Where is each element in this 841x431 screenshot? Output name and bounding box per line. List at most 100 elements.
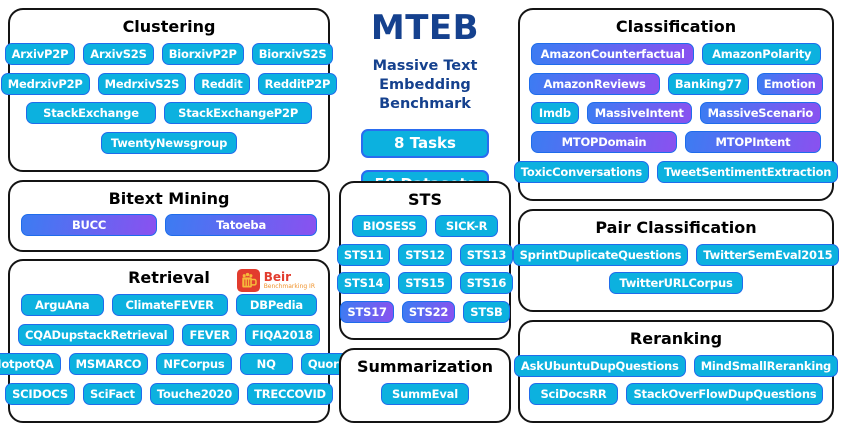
dataset-chip: BiorxivS2S [251,43,334,66]
dataset-chip: SummEval [381,383,469,405]
beir-wordmark: Beir Benchmarking IR [264,271,315,290]
dataset-chip: Tatoeba [165,213,318,236]
mteb-subtitle: Massive Text Embedding Benchmark [331,57,519,114]
dataset-row: STS14 STS15 STS16 [336,272,514,295]
panel-title-bitext-mining: Bitext Mining [108,189,230,208]
dataset-chip: MassiveIntent [586,101,692,124]
dataset-chip: ArguAna [21,294,104,317]
mteb-header: MTEB Massive Text Embedding Benchmark 8 … [331,8,519,199]
dataset-chip: DBPedia [235,294,318,317]
dataset-chip: SciFact [82,382,142,405]
dataset-chip: SprintDuplicateQuestions [512,243,689,266]
dataset-chip: TweetSentimentExtraction [657,160,839,183]
dataset-chip: MSMARCO [68,353,149,376]
dataset-chip: SCIDOCS [5,382,75,405]
dataset-chip: AmazonReviews [529,72,660,95]
dataset-chip: STS15 [398,272,452,295]
dataset-chip: STS11 [336,243,391,266]
dataset-chip: CQADupstackRetrieval [18,323,175,346]
panel-title-clustering: Clustering [122,17,216,36]
panel-title-classification: Classification [615,17,737,36]
panel-reranking: Reranking AskUbuntuDupQuestions MindSmall… [513,320,839,423]
dataset-chip: Banking77 [667,72,749,95]
dataset-chip: AmazonCounterfactual [531,43,695,66]
mteb-subtitle-line1: Massive Text [372,58,478,74]
dataset-row: STS11 STS12 STS13 [336,243,514,266]
panel-title-summarization: Summarization [356,357,494,376]
dataset-chip: StackExchange [25,102,157,125]
dataset-chip: BUCC [21,213,158,236]
beir-name: Beir [263,270,292,284]
panel-title-pair-classification: Pair Classification [595,218,757,237]
panel-title-reranking: Reranking [629,329,723,348]
dataset-row: BUCC Tatoeba [21,213,318,236]
dataset-row: ArguAna ClimateFEVER DBPedia [21,294,318,317]
panel-pair-classification: Pair Classification SprintDuplicateQuest… [512,209,840,312]
beir-subtext: Benchmarking IR [263,283,315,290]
dataset-chip: Touche2020 [149,382,240,405]
dataset-chip: NFCorpus [156,353,232,376]
dataset-row: TwitterURLCorpus [531,272,821,295]
dataset-chip: ArxivP2P [4,43,76,66]
dataset-grid-pair-classification: SprintDuplicateQuestions TwitterSemEval20… [512,237,840,301]
dataset-chip: Emotion [756,72,823,95]
dataset-row: AmazonReviews Banking77 Emotion [529,72,823,95]
dataset-chip: ClimateFEVER [111,294,228,317]
dataset-chip: MassiveScenario [699,101,821,124]
dataset-chip: Imdb [531,101,579,124]
dataset-row: AmazonCounterfactual AmazonPolarity [531,43,821,66]
dataset-chip: RedditP2P [257,72,338,95]
dataset-chip: BiorxivP2P [161,43,244,66]
dataset-chip: AskUbuntuDupQuestions [513,354,686,377]
dataset-chip: STS13 [459,243,514,266]
dataset-chip: STS14 [336,272,391,295]
dataset-row: AskUbuntuDupQuestions MindSmallReranking [513,354,839,377]
dataset-row: TwentyNewsgroup [21,131,317,154]
mteb-subtitle-line2: Embedding Benchmark [379,76,471,112]
dataset-chip: SciDocsRR [528,383,619,406]
dataset-grid-bitext-mining: BUCC Tatoeba [21,208,318,241]
dataset-chip: AmazonPolarity [702,43,821,66]
dataset-chip: StackOverFlowDupQuestions [626,383,824,406]
dataset-chip: HotpotQA [0,353,61,376]
dataset-row: SciDocsRR StackOverFlowDupQuestions [528,383,824,406]
mteb-title: MTEB [370,8,480,48]
dataset-chip: NQ [239,353,293,376]
dataset-row: HotpotQAMSMARCONFCorpusNQQuora [0,353,354,376]
dataset-chip: MedrxivP2P [0,72,90,95]
dataset-chip: MedrxivS2S [97,72,187,95]
dataset-chip: TwitterSemEval2015 [696,243,840,266]
panel-title-retrieval: Retrieval [128,268,210,287]
dataset-chip: FIQA2018 [244,323,320,346]
tasks-badge: 8 Tasks [361,128,489,158]
dataset-chip: STS17 [340,300,394,323]
dataset-chip: MTOPDomain [531,131,677,154]
panel-bitext-mining: Bitext Mining BUCC Tatoeba [8,180,330,252]
dataset-row: Imdb MassiveIntent MassiveScenario [531,101,821,124]
dataset-chip: SICK-R [435,215,499,238]
dataset-chip: MindSmallReranking [693,354,839,377]
dataset-chip: STS12 [398,243,452,266]
beer-mug-icon [236,269,260,292]
panel-title-sts: STS [408,190,442,209]
beir-logo: Beir Benchmarking IR [236,269,315,292]
dataset-chip: STS16 [459,272,514,295]
dataset-chip: STS22 [401,300,456,323]
dataset-grid-summarization: SummEval [352,376,498,412]
